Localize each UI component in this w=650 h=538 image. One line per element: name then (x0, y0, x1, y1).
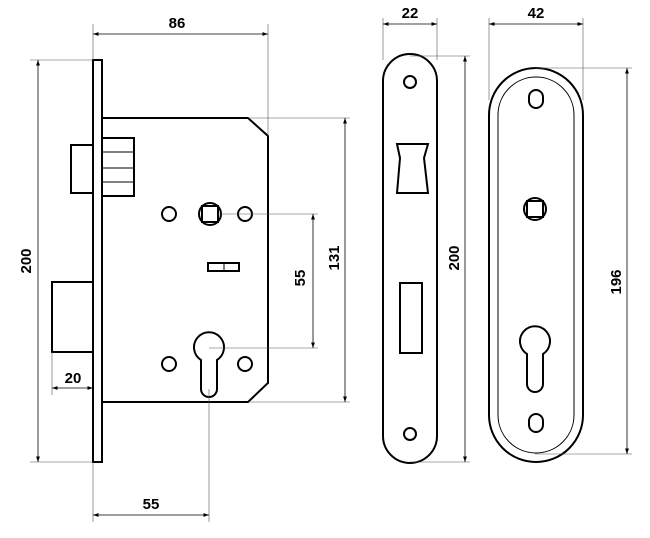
dim-label-body-width: 86 (169, 15, 186, 32)
dim-label-strike-width: 22 (402, 5, 419, 22)
dimension-lines (36, 22, 629, 517)
strike-bolt-opening (399, 282, 423, 354)
dim-label-backset: 55 (143, 496, 160, 513)
dimension-labels: 86 200 131 55 20 55 22 200 42 196 (18, 5, 625, 513)
dim-label-escutcheon-width: 42 (528, 5, 545, 22)
strike-latch-opening (395, 143, 430, 194)
screw-hole-icon (161, 356, 177, 372)
mortise-lock-body (51, 59, 269, 463)
screw-hole-icon (403, 427, 417, 441)
square-latch (70, 137, 135, 197)
spindle-follower (198, 202, 222, 226)
escutcheon-plate (488, 67, 584, 463)
latch-slot (207, 262, 240, 272)
dim-label-faceplate-height: 200 (18, 248, 35, 273)
dim-label-centre-distance: 55 (292, 270, 309, 287)
strike-plate (382, 53, 438, 464)
dim-label-strike-height: 200 (446, 245, 463, 270)
lock-faceplate (92, 59, 103, 463)
lock-case (102, 117, 269, 403)
screw-hole-icon (161, 206, 177, 222)
dim-label-latch-projection: 20 (65, 370, 82, 387)
dim-label-body-height: 131 (326, 245, 343, 270)
escutcheon-spindle-hole (523, 197, 547, 221)
screw-hole-icon (403, 75, 417, 89)
dim-label-escutcheon-height: 196 (608, 269, 625, 294)
screw-hole-icon (237, 356, 253, 372)
extension-lines (30, 18, 632, 522)
escutcheon-screw-slot (528, 413, 544, 433)
cylinder-keyhole (193, 331, 225, 398)
escutcheon-keyhole (519, 325, 551, 393)
escutcheon-screw-slot (528, 89, 544, 109)
deadbolt (51, 281, 94, 353)
